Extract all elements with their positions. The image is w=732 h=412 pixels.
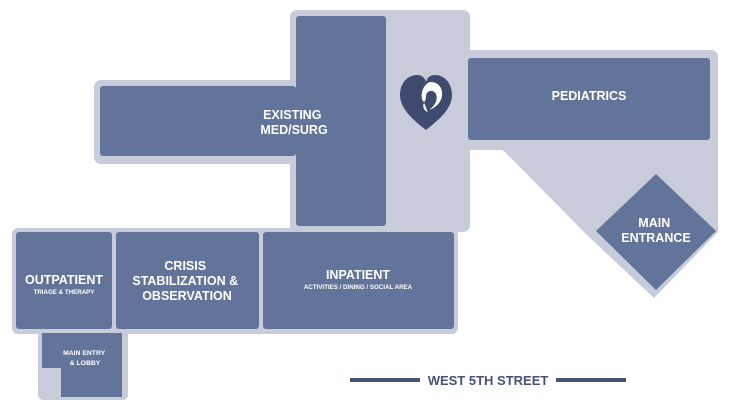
room-pediatrics[interactable]: PEDIATRICS	[468, 58, 710, 140]
room-main-entrance[interactable]: MAIN ENTRANCE	[596, 174, 716, 290]
main-entrance-label: MAIN ENTRANCE	[621, 216, 690, 245]
crisis-block	[116, 232, 259, 329]
inpatient-title: INPATIENT	[326, 268, 390, 282]
med-surg-label: EXISTING MED/SURG	[260, 108, 327, 137]
main-entrance-block	[596, 174, 716, 290]
street-label: WEST 5TH STREET	[350, 373, 626, 388]
outpatient-block	[16, 232, 112, 329]
room-existing-med-surg[interactable]: EXISTING MED/SURG	[100, 16, 386, 226]
crisis-label: CRISIS STABILIZATION & OBSERVATION	[132, 259, 241, 303]
pediatrics-block	[468, 58, 710, 140]
med-surg-tower-block	[296, 16, 386, 226]
heart-logo-icon	[400, 75, 452, 130]
room-outpatient[interactable]: OUTPATIENT TRIAGE & THERAPY	[16, 232, 112, 329]
room-main-entry-lobby[interactable]: MAIN ENTRY & LOBBY	[42, 333, 122, 397]
inpatient-subtitle: ACTIVITIES / DINING / SOCIAL AREA	[304, 284, 413, 291]
street-name: WEST 5TH STREET	[428, 373, 549, 388]
med-surg-wing-block	[100, 86, 296, 156]
lobby-label: MAIN ENTRY & LOBBY	[63, 350, 107, 367]
outpatient-title: OUTPATIENT	[25, 273, 103, 287]
pediatrics-label: PEDIATRICS	[552, 89, 627, 103]
outpatient-subtitle: TRIAGE & THERAPY	[34, 289, 96, 296]
room-crisis-stabilization[interactable]: CRISIS STABILIZATION & OBSERVATION	[116, 232, 259, 329]
room-inpatient[interactable]: INPATIENT ACTIVITIES / DINING / SOCIAL A…	[263, 232, 454, 329]
inpatient-block	[263, 232, 454, 329]
lobby-block	[42, 333, 122, 397]
